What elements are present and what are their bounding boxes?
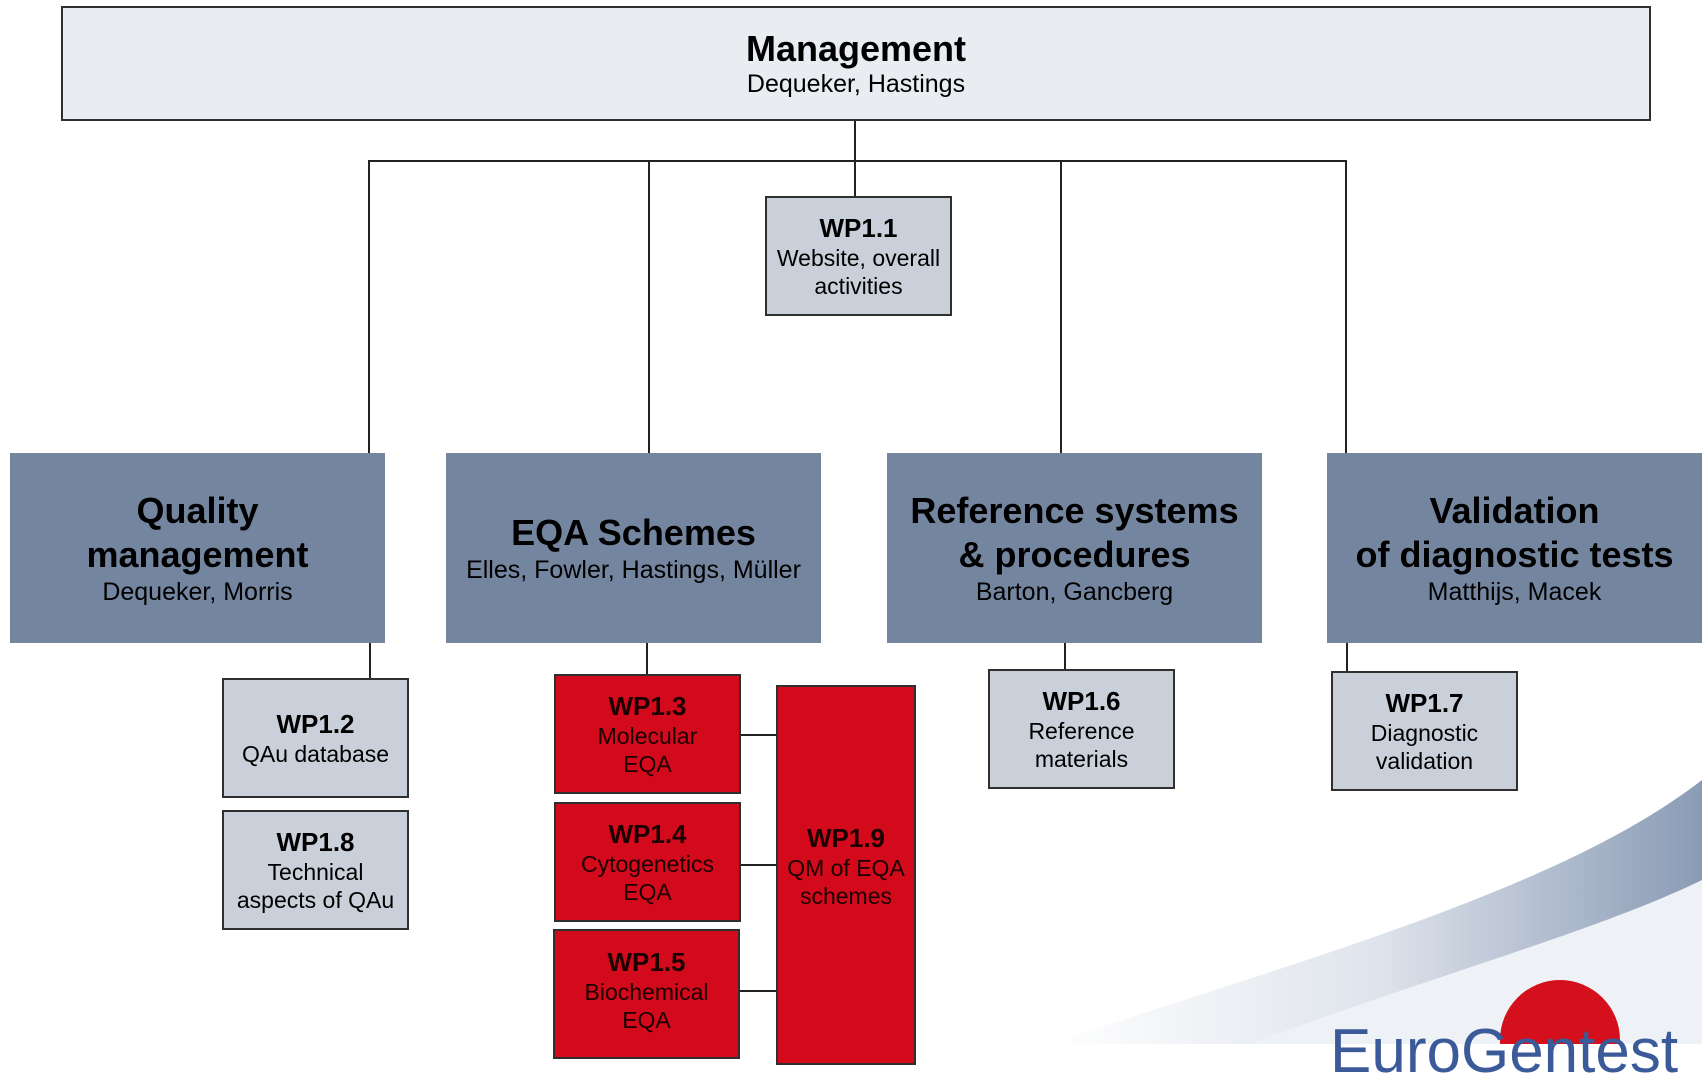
wp1-4-line1: Cytogenetics — [581, 850, 714, 877]
wp1-8-box: WP1.8 Technical aspects of QAu — [222, 810, 409, 930]
wp1-7-id: WP1.7 — [1385, 687, 1464, 718]
connector-reference-wp16 — [1064, 642, 1066, 670]
wp1-7-line2: validation — [1375, 747, 1474, 774]
wp1-9-line2: schemes — [799, 883, 893, 909]
wp1-1-id: WP1.1 — [819, 212, 898, 243]
management-title: Management — [745, 27, 967, 69]
wp1-4-id: WP1.4 — [608, 818, 687, 849]
wp1-8-line2: aspects of QAu — [236, 886, 395, 913]
wp1-9-id: WP1.9 — [806, 823, 886, 853]
area-validation-title2: of diagnostic tests — [1355, 534, 1674, 575]
wp1-6-line2: materials — [1034, 745, 1129, 772]
wp1-1-line2: activities — [814, 272, 903, 299]
logo-red-circle — [1500, 980, 1620, 1044]
connector-eqa — [648, 160, 650, 453]
connector-reference — [1060, 160, 1062, 453]
connector-top-bus — [368, 160, 1347, 162]
connector-quality-wp12 — [369, 642, 371, 679]
wp1-5-box: WP1.5 Biochemical EQA — [553, 929, 740, 1059]
area-quality-title2: management — [86, 534, 309, 575]
area-validation: Validation of diagnostic tests Matthijs,… — [1327, 453, 1702, 643]
connector-validation — [1345, 160, 1347, 453]
wp1-5-line1: Biochemical — [584, 979, 709, 1005]
wp1-3-box: WP1.3 Molecular EQA — [554, 674, 741, 794]
area-quality-title1: Quality — [136, 490, 259, 531]
area-eqa-leaders: Elles, Fowler, Hastings, Müller — [466, 556, 801, 584]
wp1-9-box: WP1.9 QM of EQA schemes — [776, 685, 916, 1065]
wp1-8-line1: Technical — [267, 858, 364, 885]
area-reference-leaders: Barton, Gancberg — [975, 578, 1174, 606]
area-quality-management: Quality management Dequeker, Morris — [10, 453, 385, 643]
area-reference-systems: Reference systems & procedures Barton, G… — [887, 453, 1262, 643]
wp1-9-line1: QM of EQA — [787, 855, 905, 881]
wp1-2-id: WP1.2 — [276, 708, 355, 739]
wp1-2-box: WP1.2 QAu database — [222, 678, 409, 798]
eurogentest-logo-swoosh — [1050, 780, 1702, 1044]
area-quality-leaders: Dequeker, Morris — [102, 578, 293, 606]
management-box: Management Dequeker, Hastings — [61, 6, 1651, 121]
wp1-7-line1: Diagnostic — [1370, 719, 1479, 746]
wp1-3-line2: EQA — [623, 750, 672, 777]
area-reference-title2: & procedures — [958, 534, 1191, 575]
area-validation-title1: Validation — [1429, 490, 1600, 531]
connector-validation-wp17 — [1346, 642, 1348, 672]
wp1-6-box: WP1.6 Reference materials — [988, 669, 1175, 789]
wp1-5-line2: EQA — [622, 1007, 671, 1033]
wp1-4-box: WP1.4 Cytogenetics EQA — [554, 802, 741, 922]
connector-wp14-wp19 — [740, 864, 778, 866]
area-reference-title1: Reference systems — [910, 490, 1239, 531]
wp1-4-line2: EQA — [623, 878, 672, 905]
wp1-8-id: WP1.8 — [276, 826, 355, 857]
connector-mgmt-down — [854, 120, 856, 196]
wp1-7-box: WP1.7 Diagnostic validation — [1331, 671, 1518, 791]
wp1-1-box: WP1.1 Website, overall activities — [765, 196, 952, 316]
area-validation-leaders: Matthijs, Macek — [1427, 578, 1602, 606]
connector-wp13-wp19 — [740, 734, 778, 736]
area-eqa-schemes: EQA Schemes Elles, Fowler, Hastings, Mül… — [446, 453, 821, 643]
management-leaders: Dequeker, Hastings — [746, 69, 966, 98]
logo-text: EuroGentest — [1330, 1017, 1679, 1086]
wp1-3-id: WP1.3 — [608, 690, 687, 721]
area-eqa-title: EQA Schemes — [511, 512, 756, 553]
wp1-6-line1: Reference — [1028, 717, 1135, 744]
wp1-2-line1: QAu database — [241, 740, 390, 767]
connector-eqa-wp13 — [646, 642, 648, 675]
connector-quality — [368, 160, 370, 453]
connector-wp15-wp19 — [738, 990, 778, 992]
wp1-5-id: WP1.5 — [607, 947, 686, 977]
wp1-6-id: WP1.6 — [1042, 685, 1121, 716]
wp1-3-line1: Molecular — [597, 722, 698, 749]
wp1-1-line1: Website, overall — [776, 244, 941, 271]
